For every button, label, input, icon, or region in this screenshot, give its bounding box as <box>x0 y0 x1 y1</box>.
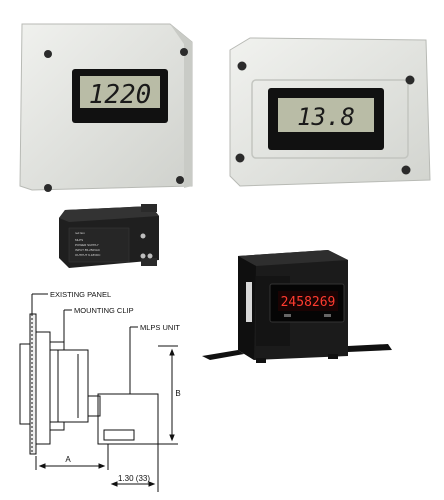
led-counter-enclosure: 2458269 <box>202 250 392 363</box>
led-screen <box>278 291 338 311</box>
module-label-line: POWER SUPPLY <box>75 243 99 247</box>
mounting-tab <box>141 258 157 266</box>
screw-icon <box>44 184 52 192</box>
mounting-tab <box>141 204 157 212</box>
button-indicator <box>284 314 291 317</box>
dimension-b: B <box>175 389 180 398</box>
screw-icon <box>44 50 52 58</box>
counter-value: 2458269 <box>281 295 336 310</box>
screw-icon <box>405 75 415 85</box>
screw-icon <box>176 176 184 184</box>
dimension-depth: 1.30 (33) <box>118 474 150 483</box>
terminal-screw-icon <box>147 253 153 259</box>
display-value: 13.8 <box>297 103 355 131</box>
callout-mlps-unit: MLPS UNIT <box>140 323 180 332</box>
display-value: 1220 <box>89 80 152 110</box>
terminal-screw-icon <box>140 233 146 239</box>
module-label-line: MLPS <box>75 238 83 242</box>
screw-icon <box>401 165 411 175</box>
terminal-screw-icon <box>140 253 146 259</box>
dimension-a: A <box>65 455 71 464</box>
module-label-line: OUTPUT 9-18VDC <box>75 253 101 257</box>
lcd-screen <box>80 76 160 108</box>
lcd-screen <box>278 98 374 132</box>
mounting-bracket <box>348 344 392 352</box>
mounting-diagram: EXISTING PANEL MOUNTING CLIP MLPS UNIT A… <box>19 290 181 492</box>
screw-icon <box>180 48 188 56</box>
power-supply-module: red lion MLPS POWER SUPPLY INPUT 85-250V… <box>59 204 159 268</box>
mounting-bracket <box>202 350 244 360</box>
screw-icon <box>237 61 247 71</box>
callout-mounting-clip: MOUNTING CLIP <box>74 306 134 315</box>
module-label-line: INPUT 85-250VAC <box>75 248 101 252</box>
module-brand: red lion <box>75 231 85 235</box>
button-indicator <box>324 314 331 317</box>
meter-enclosure-right: 13.8 <box>229 37 431 187</box>
callout-existing-panel: EXISTING PANEL <box>50 290 111 299</box>
meter-enclosure-left: 1220 <box>19 23 193 192</box>
screw-icon <box>235 153 245 163</box>
